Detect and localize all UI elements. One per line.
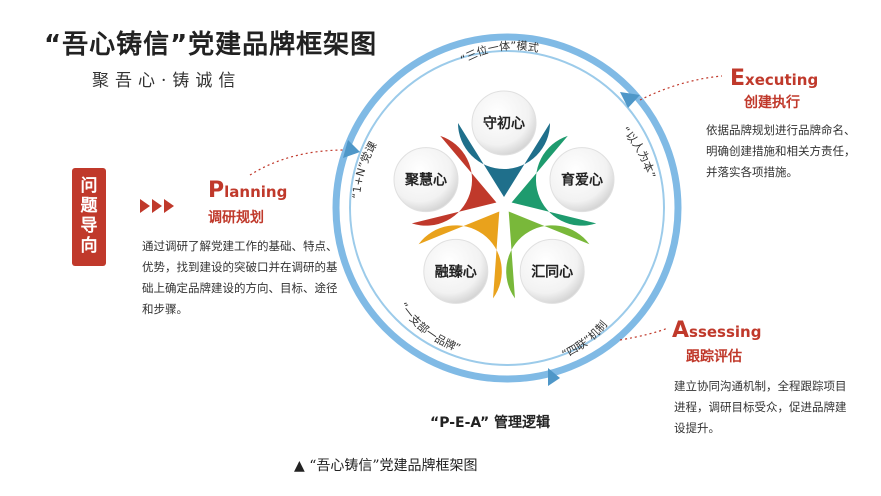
petal-label: 融臻心 bbox=[435, 263, 477, 280]
petal-label: 育爱心 bbox=[561, 172, 603, 189]
pea-logic-label: “P-E-A” 管理逻辑 bbox=[430, 415, 551, 431]
petal-shape bbox=[511, 135, 597, 226]
executing-cn: 创建执行 bbox=[744, 95, 800, 111]
leader-line-planning bbox=[249, 149, 346, 176]
petal-ball bbox=[471, 90, 537, 156]
planning-title: Planning bbox=[208, 178, 287, 203]
leader-line-assessing bbox=[619, 327, 669, 341]
svg-text:“以人为本”: “以人为本” bbox=[619, 124, 658, 179]
planning-letter: P bbox=[208, 178, 225, 203]
planning-cn: 调研规划 bbox=[208, 210, 264, 226]
executing-letter: E bbox=[730, 66, 746, 91]
assessing-title: Assessing bbox=[672, 318, 761, 343]
ring-label-right: “以人为本” bbox=[619, 124, 658, 179]
petal-label: 守初心 bbox=[483, 115, 525, 132]
assessing-cn: 跟踪评估 bbox=[686, 349, 742, 365]
petal-shape bbox=[506, 211, 590, 299]
inner-ring bbox=[349, 50, 665, 366]
ring-label-bottom-right: “四联”机制 bbox=[560, 318, 610, 361]
svg-text:“四联”机制: “四联”机制 bbox=[560, 318, 610, 361]
figure-caption: ▲ “吾心铸信”党建品牌框架图 bbox=[294, 458, 478, 474]
page-title: “吾心铸信”党建品牌框架图 bbox=[44, 30, 378, 60]
petal-label: 聚慧心 bbox=[404, 172, 447, 189]
triple-arrow-icon bbox=[140, 199, 174, 213]
ring-arrow-top-right bbox=[620, 92, 640, 108]
petal-label: 汇同心 bbox=[531, 264, 573, 280]
ring-arrow-left bbox=[343, 140, 360, 158]
petal-shape bbox=[418, 211, 502, 299]
petal-ball bbox=[519, 238, 585, 304]
petal-ball bbox=[423, 238, 489, 304]
assessing-desc: 建立协同沟通机制，全程跟踪项目进程，调研目标受众，促进品牌建设提升。 bbox=[674, 379, 847, 435]
problem-oriented-label: 问题导向 bbox=[80, 176, 98, 256]
petal-shape bbox=[458, 123, 550, 197]
executing-rest: xecuting bbox=[745, 71, 819, 89]
petal-shape bbox=[411, 135, 497, 226]
planning-rest: lanning bbox=[224, 183, 288, 201]
ring-arrow-bottom bbox=[548, 368, 560, 386]
outer-ring bbox=[332, 33, 682, 383]
petal-ball bbox=[549, 147, 615, 213]
assessing-letter: A bbox=[672, 318, 690, 343]
executing-desc: 依据品牌规划进行品牌命名、明确创建措施和相关方责任，并落实各项措施。 bbox=[706, 123, 856, 179]
planning-desc: 通过调研了解党建工作的基础、特点、优势，找到建设的突破口并在调研的基础上确定品牌… bbox=[142, 239, 338, 316]
leader-line-executing bbox=[639, 75, 723, 101]
assessing-rest: ssessing bbox=[689, 323, 762, 341]
petal-ball bbox=[393, 147, 459, 213]
problem-oriented-box: 问题导向 bbox=[72, 168, 106, 266]
page-subtitle: 聚吾心·铸诚信 bbox=[92, 71, 242, 91]
executing-title: Executing bbox=[730, 66, 818, 91]
